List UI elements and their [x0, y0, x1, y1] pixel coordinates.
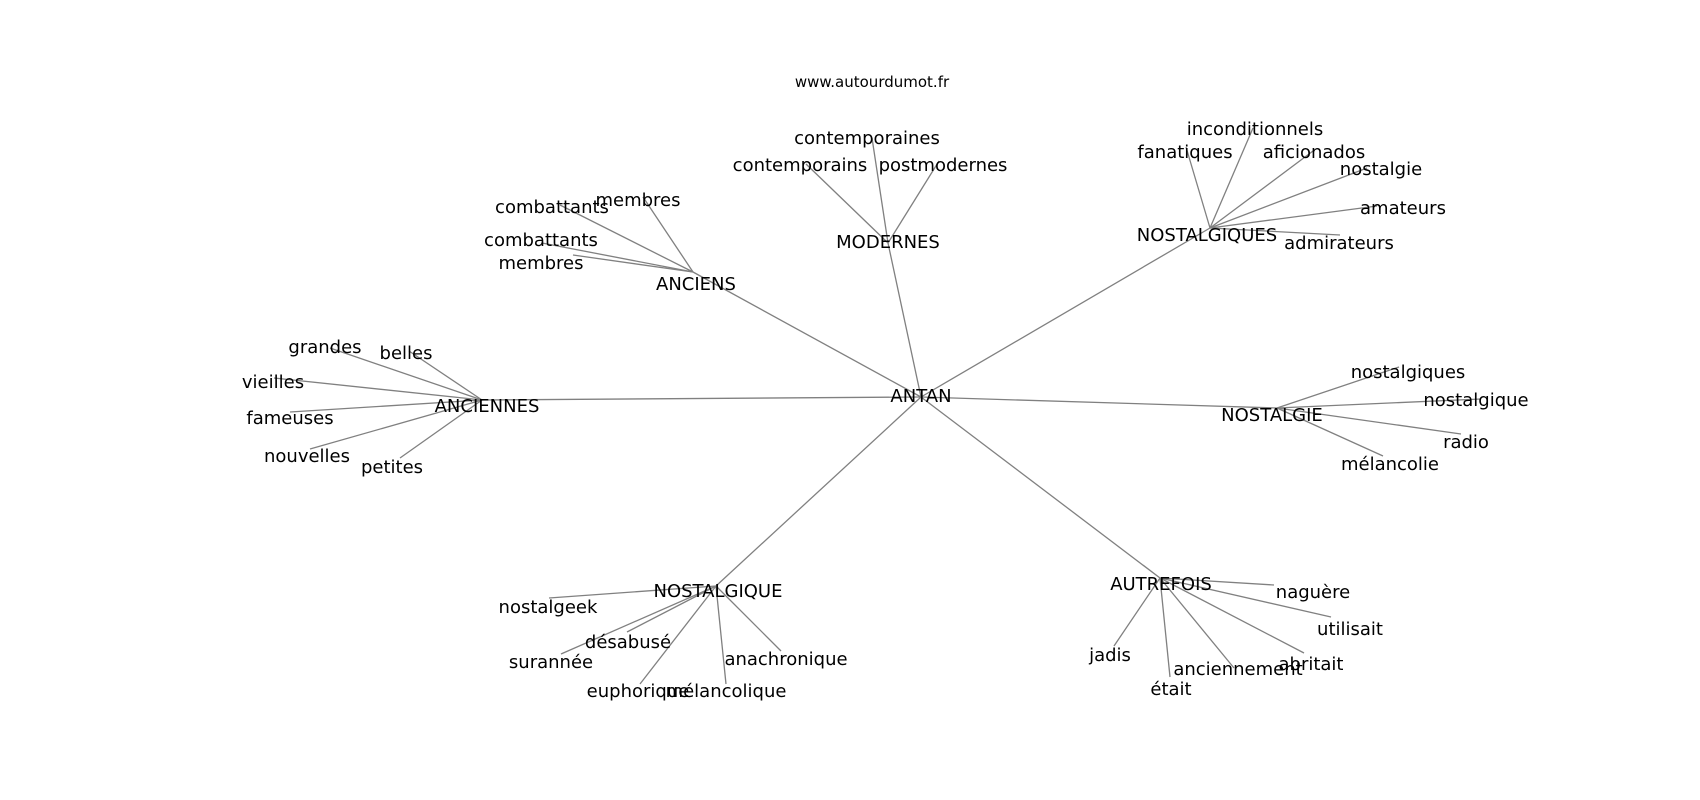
source-label: www.autourdumot.fr	[795, 73, 950, 91]
edge-modernes-leaf-0	[871, 137, 889, 244]
leaf-node-label: nostalgeek	[499, 597, 598, 618]
edge-nostalgie-leaf-1	[1276, 398, 1482, 409]
leaf-node-label: était	[1150, 679, 1191, 700]
edge-root-autrefois	[920, 396, 1161, 579]
hub-node-label-anciennes: ANCIENNES	[435, 396, 540, 417]
leaf-node-label: amateurs	[1360, 198, 1446, 219]
edge-nostalgique-leaf-3	[715, 585, 782, 652]
leaf-node-label: grandes	[288, 337, 361, 358]
edge-nostalgique-leaf-2	[560, 585, 717, 655]
leaf-node-label: nostalgiques	[1351, 362, 1466, 383]
edge-nostalgiques-leaf-4	[1209, 205, 1378, 229]
hub-node-label-autrefois: AUTREFOIS	[1110, 574, 1212, 595]
edge-anciennes-leaf-3	[289, 399, 483, 413]
leaf-node-label: abritait	[1278, 654, 1343, 675]
edge-nostalgique-leaf-0	[548, 585, 717, 599]
leaf-node-label: nostalgique	[1423, 390, 1528, 411]
leaf-node-label: combattants	[495, 197, 609, 218]
edge-autrefois-leaf-5	[1159, 577, 1171, 678]
edge-autrefois-leaf-1	[1159, 577, 1332, 618]
leaf-node-label: postmodernes	[879, 155, 1008, 176]
leaf-node-label: contemporains	[733, 155, 868, 176]
edge-autrefois-leaf-4	[1159, 577, 1235, 669]
leaf-node-label: membres	[595, 190, 680, 211]
edge-nostalgie-leaf-2	[1276, 407, 1462, 435]
leaf-node-label: radio	[1443, 432, 1489, 453]
leaf-node-label: contemporaines	[794, 128, 940, 149]
edge-nostalgie-leaf-3	[1276, 407, 1384, 457]
edge-root-anciens	[692, 271, 922, 398]
edge-root-anciennes	[481, 396, 922, 401]
hub-node-label-nostalgie: NOSTALGIE	[1221, 405, 1323, 426]
leaf-node-label: membres	[498, 253, 583, 274]
edge-root-nostalgie	[920, 396, 1278, 409]
edge-anciens-leaf-2	[541, 242, 694, 273]
leaf-node-label: admirateurs	[1284, 233, 1394, 254]
edge-nostalgiques-leaf-5	[1209, 227, 1341, 236]
hub-node-label-nostalgique: NOSTALGIQUE	[654, 581, 783, 602]
edge-modernes-leaf-1	[805, 163, 889, 244]
edge-anciennes-leaf-4	[309, 399, 483, 450]
edge-anciens-leaf-0	[559, 204, 694, 273]
edge-root-nostalgique	[715, 396, 922, 587]
edge-nostalgiques-leaf-1	[1185, 146, 1211, 229]
edge-nostalgique-leaf-5	[715, 585, 727, 685]
leaf-node-label: anachronique	[724, 649, 847, 670]
edge-anciennes-leaf-5	[399, 399, 483, 459]
leaf-node-label: belles	[380, 343, 433, 364]
hub-node-label-nostalgiques: NOSTALGIQUES	[1137, 225, 1277, 246]
leaf-node-label: jadis	[1088, 645, 1131, 666]
leaf-node-label: utilisait	[1317, 619, 1383, 640]
edge-root-modernes	[887, 242, 922, 398]
edge-nostalgique-leaf-1	[626, 585, 717, 633]
leaf-node-label: naguère	[1276, 582, 1350, 603]
edge-autrefois-leaf-2	[1113, 577, 1161, 647]
diagram-edges	[273, 127, 1482, 685]
leaf-node-label: fanatiques	[1137, 142, 1232, 163]
edge-nostalgiques-leaf-2	[1209, 150, 1314, 229]
edge-anciennes-leaf-1	[408, 350, 483, 401]
edge-nostalgique-leaf-4	[639, 585, 717, 685]
leaf-node-label: aficionados	[1263, 142, 1366, 163]
edge-autrefois-leaf-3	[1159, 577, 1305, 654]
leaf-node-label: nouvelles	[264, 446, 350, 467]
edge-nostalgie-leaf-0	[1276, 366, 1400, 409]
edge-anciens-leaf-3	[572, 254, 694, 273]
edge-anciennes-leaf-2	[273, 377, 483, 401]
leaf-node-label: désabusé	[585, 632, 671, 653]
edge-anciens-leaf-1	[642, 196, 694, 273]
leaf-node-label: fameuses	[246, 408, 333, 429]
diagram-labels: www.autourdumot.fr ANTAN contemporaines c…	[242, 73, 1529, 702]
leaf-node-label: euphorique	[587, 681, 690, 702]
edge-autrefois-leaf-0	[1159, 577, 1275, 586]
leaf-node-label: surannée	[509, 652, 593, 673]
root-node-label: ANTAN	[890, 386, 951, 407]
leaf-node-label: combattants	[484, 230, 598, 251]
edge-modernes-leaf-2	[887, 160, 940, 244]
leaf-node-label: mélancolie	[1341, 454, 1439, 475]
hub-node-label-anciens: ANCIENS	[656, 274, 736, 295]
edge-anciennes-leaf-0	[329, 347, 483, 401]
hub-node-label-modernes: MODERNES	[836, 232, 940, 253]
leaf-node-label: mélancolique	[666, 681, 787, 702]
leaf-node-label: vieilles	[242, 372, 304, 393]
leaf-node-label: anciennement	[1173, 659, 1302, 680]
edge-nostalgiques-leaf-3	[1209, 167, 1368, 229]
leaf-node-label: inconditionnels	[1187, 119, 1324, 140]
edge-root-nostalgiques	[920, 227, 1211, 398]
edge-nostalgiques-leaf-0	[1209, 127, 1254, 229]
leaf-node-label: petites	[361, 457, 423, 478]
leaf-node-label: nostalgie	[1340, 159, 1422, 180]
